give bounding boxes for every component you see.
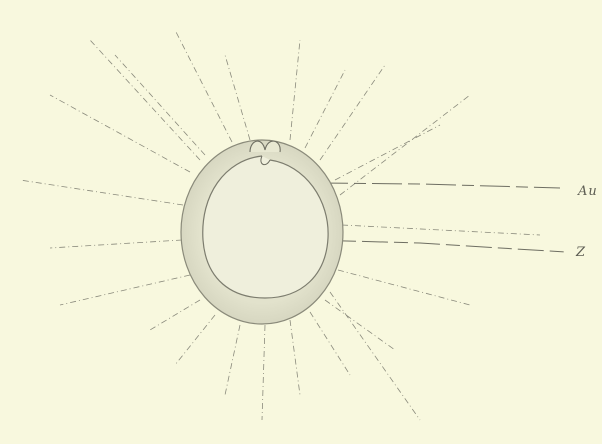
ray — [175, 315, 215, 365]
ray — [305, 70, 345, 148]
ray — [342, 225, 540, 235]
ray — [320, 65, 385, 160]
ray — [115, 55, 205, 155]
ray — [310, 312, 350, 375]
ray — [225, 55, 250, 140]
ray — [340, 95, 470, 195]
ray — [175, 30, 232, 142]
ray — [150, 300, 200, 330]
label-au: Au — [578, 184, 598, 199]
ray — [290, 320, 300, 395]
ray — [50, 240, 182, 248]
leader-line-z — [310, 240, 565, 252]
ray — [90, 40, 200, 160]
ray — [335, 125, 440, 180]
ray — [262, 325, 265, 420]
label-z: Z — [576, 245, 586, 260]
ray — [60, 275, 190, 305]
leader-line-au — [318, 183, 560, 188]
ray — [338, 270, 470, 305]
ray — [330, 292, 420, 420]
ray — [325, 300, 395, 350]
ray — [50, 95, 190, 172]
ray — [20, 180, 183, 205]
label-leader-lines — [310, 183, 565, 252]
ray — [225, 325, 240, 395]
ray — [290, 40, 300, 140]
